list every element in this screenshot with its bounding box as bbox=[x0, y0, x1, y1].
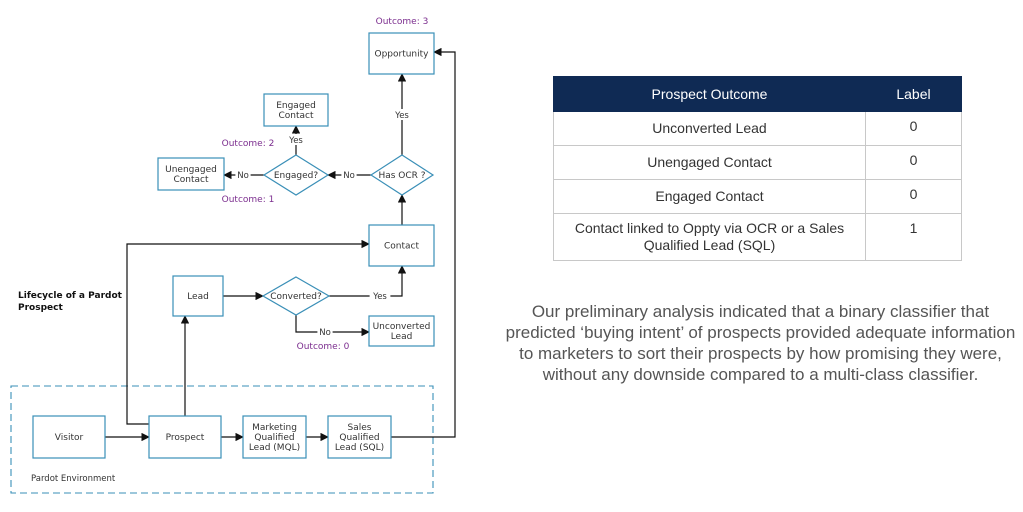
edge-label-converted-no: No bbox=[319, 328, 331, 338]
lifecycle-title-line: Prospect bbox=[18, 303, 63, 313]
edge-label-bg bbox=[391, 109, 413, 120]
node-contact-box bbox=[368, 224, 435, 267]
node-mql-box bbox=[242, 415, 307, 459]
node-contact: Contact bbox=[368, 224, 435, 267]
edge-label-bg bbox=[317, 326, 333, 337]
edge-converted-no bbox=[295, 315, 370, 337]
node-prospect-label: Prospect bbox=[166, 433, 205, 443]
edge-label-hasocr-no: No bbox=[343, 171, 355, 181]
edge-sql-opportunity bbox=[391, 47, 456, 438]
edge-label-hasocr-yes: Yes bbox=[394, 111, 409, 121]
node-converted-label: Converted? bbox=[270, 292, 322, 302]
cell-outcome: Engaged Contact bbox=[553, 179, 866, 214]
node-mql-label: Lead (MQL) bbox=[249, 443, 300, 453]
cell-label: 1 bbox=[865, 213, 962, 261]
node-opportunity: Opportunity bbox=[368, 32, 435, 75]
node-unconverted-lead-label: Unconverted bbox=[373, 322, 431, 332]
node-opportunity-box bbox=[368, 32, 435, 75]
outcome-0-label: Outcome: 0 bbox=[297, 342, 350, 352]
cell-label: 0 bbox=[865, 179, 962, 214]
node-engaged-contact-label: Contact bbox=[278, 111, 313, 121]
node-unconverted-lead-label: Lead bbox=[391, 332, 413, 342]
outcome-2-label: Outcome: 2 bbox=[222, 139, 275, 149]
node-has-ocr: Has OCR ? bbox=[369, 154, 435, 196]
node-contact-label: Contact bbox=[384, 242, 419, 252]
node-engaged-diamond bbox=[262, 154, 330, 196]
edge-label-engaged-yes: Yes bbox=[288, 136, 303, 146]
node-sql-box bbox=[327, 415, 392, 459]
node-mql-label: Qualified bbox=[254, 433, 294, 443]
outcome-3-label: Outcome: 3 bbox=[376, 17, 429, 27]
node-lead: Lead bbox=[172, 275, 224, 317]
table-row: Unengaged Contact 0 bbox=[553, 145, 962, 180]
node-unengaged-contact-box bbox=[157, 157, 225, 191]
table-row: Contact linked to Oppty via OCR or a Sal… bbox=[553, 213, 962, 261]
cell-outcome: Unengaged Contact bbox=[553, 145, 866, 180]
edge-label-converted-yes: Yes bbox=[372, 292, 387, 302]
node-engaged-label: Engaged? bbox=[274, 171, 319, 181]
header-label: Label bbox=[865, 76, 962, 112]
edge-label-bg bbox=[369, 290, 391, 301]
edge-prospect-contact bbox=[126, 239, 370, 425]
node-sql-label: Sales bbox=[348, 423, 372, 433]
node-converted: Converted? bbox=[261, 276, 331, 316]
edge-label-bg bbox=[341, 169, 357, 180]
edge-label-engaged-no: No bbox=[237, 171, 249, 181]
node-unengaged-contact-label: Unengaged bbox=[165, 165, 217, 175]
node-mql-label: Marketing bbox=[252, 423, 297, 433]
node-visitor: Visitor bbox=[32, 415, 106, 459]
cell-label: 0 bbox=[865, 111, 962, 146]
node-sql-label: Lead (SQL) bbox=[335, 443, 384, 453]
edge-label-bg bbox=[235, 169, 251, 180]
edge-converted-yes bbox=[329, 265, 407, 297]
node-opportunity-label: Opportunity bbox=[374, 50, 429, 60]
node-lead-label: Lead bbox=[187, 292, 209, 302]
cell-label: 0 bbox=[865, 145, 962, 180]
node-has-ocr-diamond bbox=[369, 154, 435, 196]
table-row: Unconverted Lead 0 bbox=[553, 111, 962, 146]
node-prospect-box bbox=[148, 415, 222, 459]
prospect-outcome-table: Prospect Outcome Label Unconverted Lead … bbox=[553, 76, 962, 261]
cell-outcome: Unconverted Lead bbox=[553, 111, 866, 146]
cell-outcome: Contact linked to Oppty via OCR or a Sal… bbox=[553, 213, 866, 261]
node-visitor-box bbox=[32, 415, 106, 459]
node-unengaged-contact-label: Contact bbox=[173, 175, 208, 185]
node-engaged: Engaged? bbox=[262, 154, 330, 196]
analysis-summary-text: Our preliminary analysis indicated that … bbox=[505, 302, 1016, 384]
node-engaged-contact-box bbox=[263, 93, 329, 127]
node-sql-label: Qualified bbox=[339, 433, 379, 443]
lifecycle-title-line: Lifecycle of a Pardot bbox=[18, 291, 123, 301]
pardot-environment-boundary bbox=[10, 385, 434, 494]
edge-label-bg bbox=[285, 134, 307, 145]
table-header-row: Prospect Outcome Label bbox=[553, 76, 962, 112]
node-unconverted-lead-box bbox=[368, 315, 435, 347]
node-engaged-contact-label: Engaged bbox=[276, 101, 316, 111]
node-converted-diamond bbox=[261, 276, 331, 316]
pardot-environment-label: Pardot Environment bbox=[31, 474, 116, 484]
node-has-ocr-label: Has OCR ? bbox=[378, 171, 425, 181]
outcome-1-label: Outcome: 1 bbox=[222, 195, 275, 205]
node-lead-box bbox=[172, 275, 224, 317]
table-row: Engaged Contact 0 bbox=[553, 179, 962, 214]
node-visitor-label: Visitor bbox=[55, 433, 84, 443]
header-prospect-outcome: Prospect Outcome bbox=[553, 76, 866, 112]
node-prospect: Prospect bbox=[148, 415, 222, 459]
